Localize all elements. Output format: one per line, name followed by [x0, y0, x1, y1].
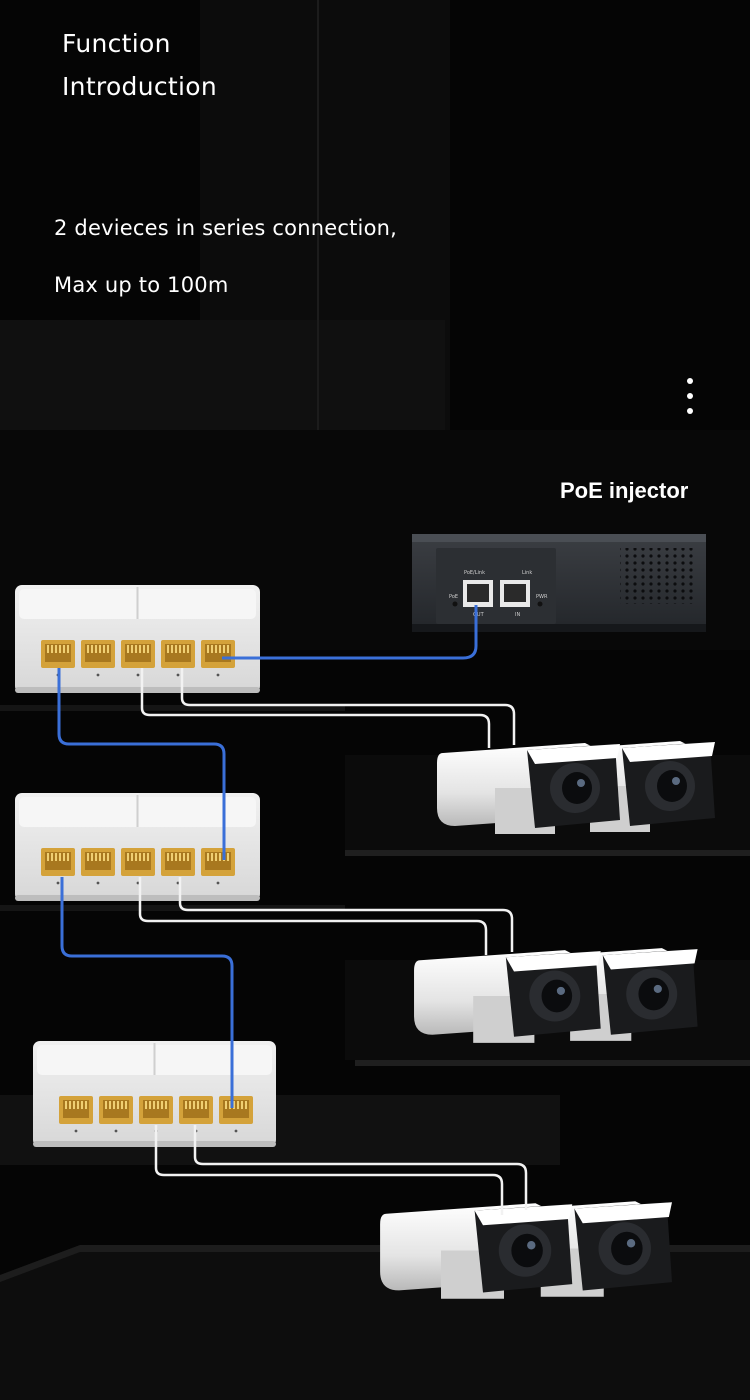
rj45-port — [41, 640, 75, 668]
blue-cables — [57, 605, 478, 1108]
poe-injector-label: PoE injector — [560, 478, 689, 503]
port-led — [136, 881, 140, 885]
port-led — [114, 1129, 118, 1133]
rj45-port — [59, 1096, 93, 1124]
port-led — [216, 673, 220, 677]
rj45-port — [139, 1096, 173, 1124]
description-line-2: Max up to 100m — [54, 273, 229, 297]
rj45-port — [121, 848, 155, 876]
section-heading: Function Introduction — [62, 22, 217, 108]
rj45-port — [41, 848, 75, 876]
switch-devices — [15, 585, 276, 1147]
description-line-1: 2 devieces in series connection, — [54, 216, 398, 240]
port-led — [74, 1129, 78, 1133]
menu-dot — [687, 408, 693, 414]
blue-cable-series — [57, 668, 226, 860]
camera-pair — [437, 741, 715, 834]
poe-switch — [33, 1041, 276, 1147]
port-led — [96, 673, 100, 677]
rj45-port — [99, 1096, 133, 1124]
more-vertical-icon[interactable] — [680, 376, 700, 416]
heading-line-2: Introduction — [62, 72, 217, 101]
injector-label-poe: PoE — [449, 594, 458, 600]
port-led — [176, 673, 180, 677]
poe-injector: PoE/Link Link PoE PWR OUT IN — [412, 534, 706, 632]
rj45-port — [121, 640, 155, 668]
white-cable — [138, 877, 488, 955]
bullet-camera — [380, 1203, 573, 1299]
injector-label-in: IN — [515, 612, 520, 618]
rj45-port — [81, 640, 115, 668]
menu-dot — [687, 378, 693, 384]
blue-cable-injector — [222, 605, 478, 660]
rj45-port — [161, 848, 195, 876]
injector-label-out: OUT — [473, 612, 485, 618]
bullet-camera — [437, 743, 620, 834]
injector-label-link: Link — [522, 570, 532, 576]
port-led — [176, 881, 180, 885]
rj45-port — [201, 848, 235, 876]
blue-cable-series — [60, 877, 234, 1108]
white-cable — [154, 1125, 504, 1215]
port-led — [216, 881, 220, 885]
port-led — [234, 1129, 238, 1133]
white-cable — [178, 877, 514, 952]
rj45-port — [219, 1096, 253, 1124]
port-led — [96, 881, 100, 885]
white-cable — [180, 668, 516, 745]
bullet-camera — [414, 950, 601, 1043]
rj45-port — [161, 640, 195, 668]
port-led — [56, 881, 60, 885]
rj45-port — [201, 640, 235, 668]
injector-port-out — [463, 580, 493, 607]
camera-pair — [414, 948, 698, 1043]
camera-pair — [380, 1201, 672, 1299]
rj45-port — [179, 1096, 213, 1124]
injector-port-in — [500, 580, 530, 607]
menu-dot — [687, 393, 693, 399]
rj45-port — [81, 848, 115, 876]
white-cable — [193, 1125, 528, 1210]
poe-switch — [15, 585, 260, 693]
poe-switch — [15, 793, 260, 901]
camera-groups — [380, 741, 715, 1299]
heading-line-1: Function — [62, 29, 171, 58]
white-cables — [138, 668, 528, 1215]
white-cable — [140, 668, 491, 748]
injector-label-pwr: PWR — [536, 594, 548, 600]
port-led — [136, 673, 140, 677]
injector-label-poe-link: PoE/Link — [464, 570, 485, 576]
